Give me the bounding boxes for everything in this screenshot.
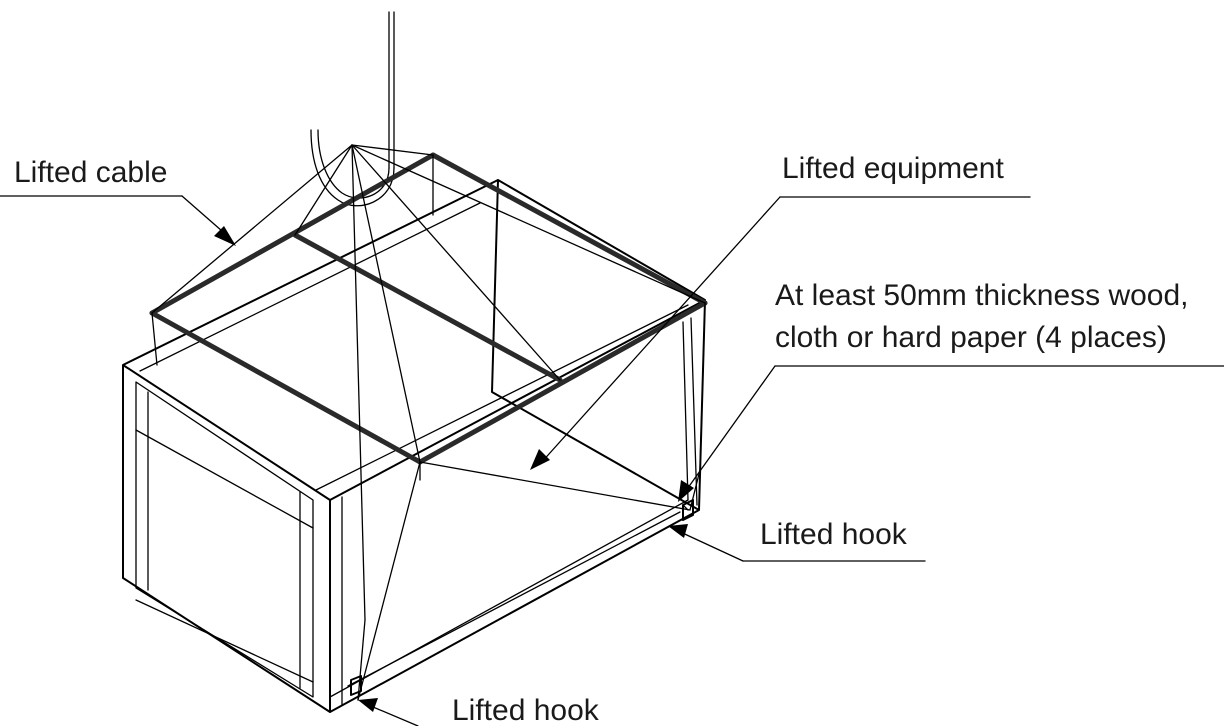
leader-lifted-equipment [530, 196, 1031, 470]
label-lifted-equipment: Lifted equipment [782, 152, 1004, 185]
leader-lifted-cable [0, 195, 236, 246]
leader-lifted-hook-bottom [358, 698, 419, 726]
lifted-hook-right-block [682, 499, 694, 521]
label-lifted-cable: Lifted cable [14, 156, 167, 189]
label-lifted-hook-bottom: Lifted hook [452, 694, 600, 726]
lifted-hook-bottom-block [350, 675, 362, 696]
protection-frame [149, 152, 708, 481]
leader-wood [678, 365, 1224, 502]
label-wood-line1: At least 50mm thickness wood, [775, 279, 1189, 312]
lifting-cables [151, 144, 706, 701]
label-wood-line2: cloth or hard paper (4 places) [775, 321, 1167, 354]
crane-hook [310, 11, 395, 207]
label-lifted-hook-right: Lifted hook [760, 518, 908, 551]
leader-lifted-hook-right [668, 524, 926, 562]
lifted-equipment-box [122, 179, 706, 713]
